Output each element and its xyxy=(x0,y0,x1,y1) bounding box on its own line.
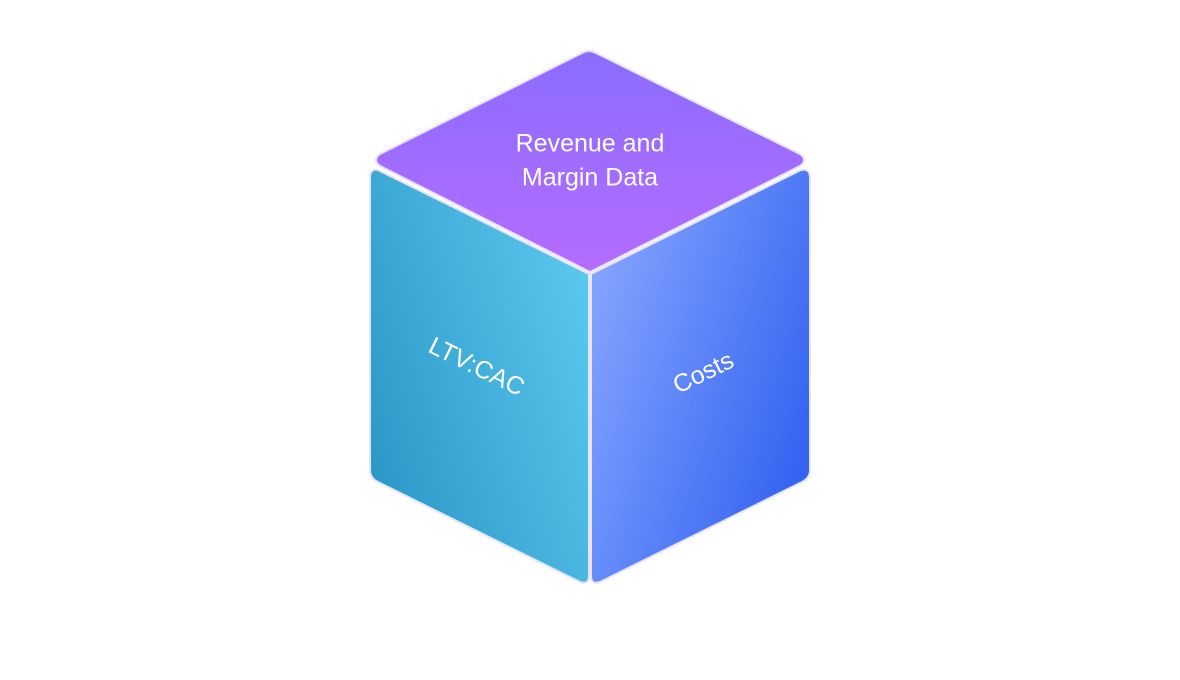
cube-top-face xyxy=(375,50,805,274)
top-face-label-line1: Revenue and xyxy=(516,130,665,158)
cube-left-face xyxy=(369,168,590,584)
top-face-label-line2: Margin Data xyxy=(522,164,658,192)
cube-right-face xyxy=(590,168,811,584)
